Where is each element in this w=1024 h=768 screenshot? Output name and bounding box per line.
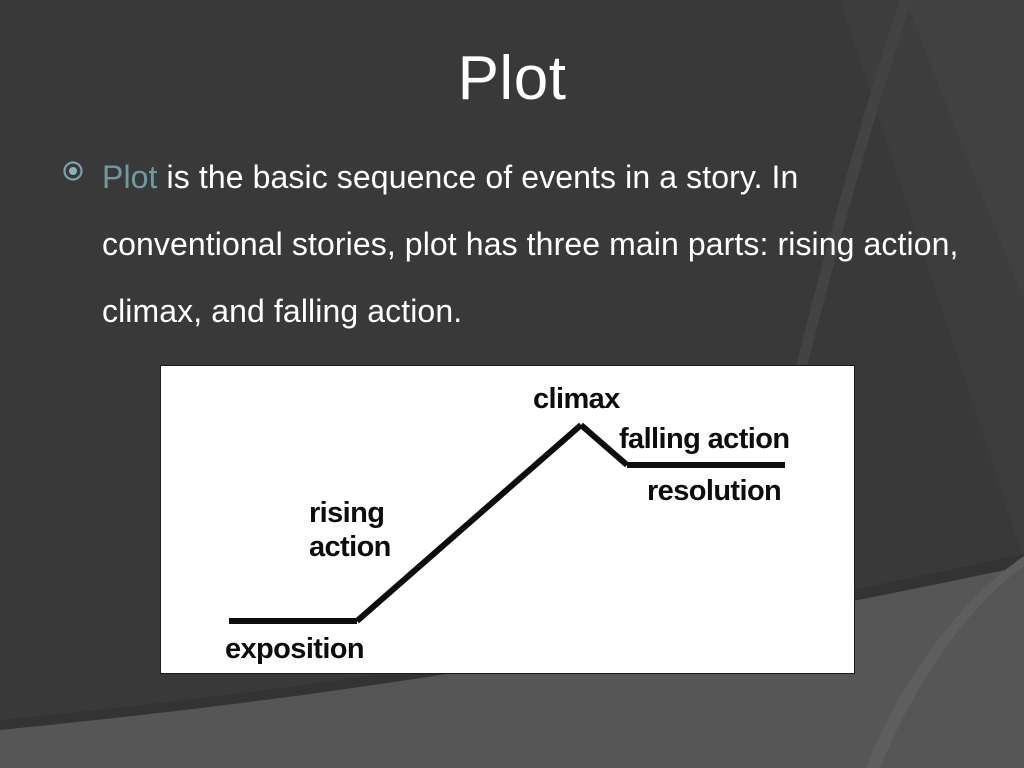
- label-exposition: exposition: [225, 633, 364, 665]
- page-title: Plot: [457, 44, 567, 113]
- keyword-plot: Plot: [102, 159, 158, 195]
- plot-structure-image: exposition rising action climax falling …: [160, 365, 855, 674]
- label-rising-action-line1: rising: [309, 497, 384, 529]
- background-swoosh-edge: [0, 554, 1024, 730]
- label-rising-action-line2: action: [309, 531, 391, 563]
- label-climax: climax: [533, 383, 620, 415]
- background-wedge-top-right-2: [905, 0, 1024, 300]
- list-item-rest: is the basic sequence of events in a sto…: [102, 159, 959, 329]
- list-item-text: Plot is the basic sequence of events in …: [102, 144, 962, 345]
- list-item: Plot is the basic sequence of events in …: [62, 144, 962, 345]
- label-falling-action: falling action: [619, 423, 789, 455]
- body-content: Plot is the basic sequence of events in …: [62, 144, 962, 345]
- diagram-canvas: [161, 366, 854, 673]
- plot-arc-line: [229, 422, 785, 624]
- plot-diagram: exposition rising action climax falling …: [161, 366, 854, 673]
- background-arc-lower-right: [866, 556, 1024, 768]
- label-resolution: resolution: [647, 475, 781, 507]
- circle-dot-bullet-icon: [62, 144, 102, 182]
